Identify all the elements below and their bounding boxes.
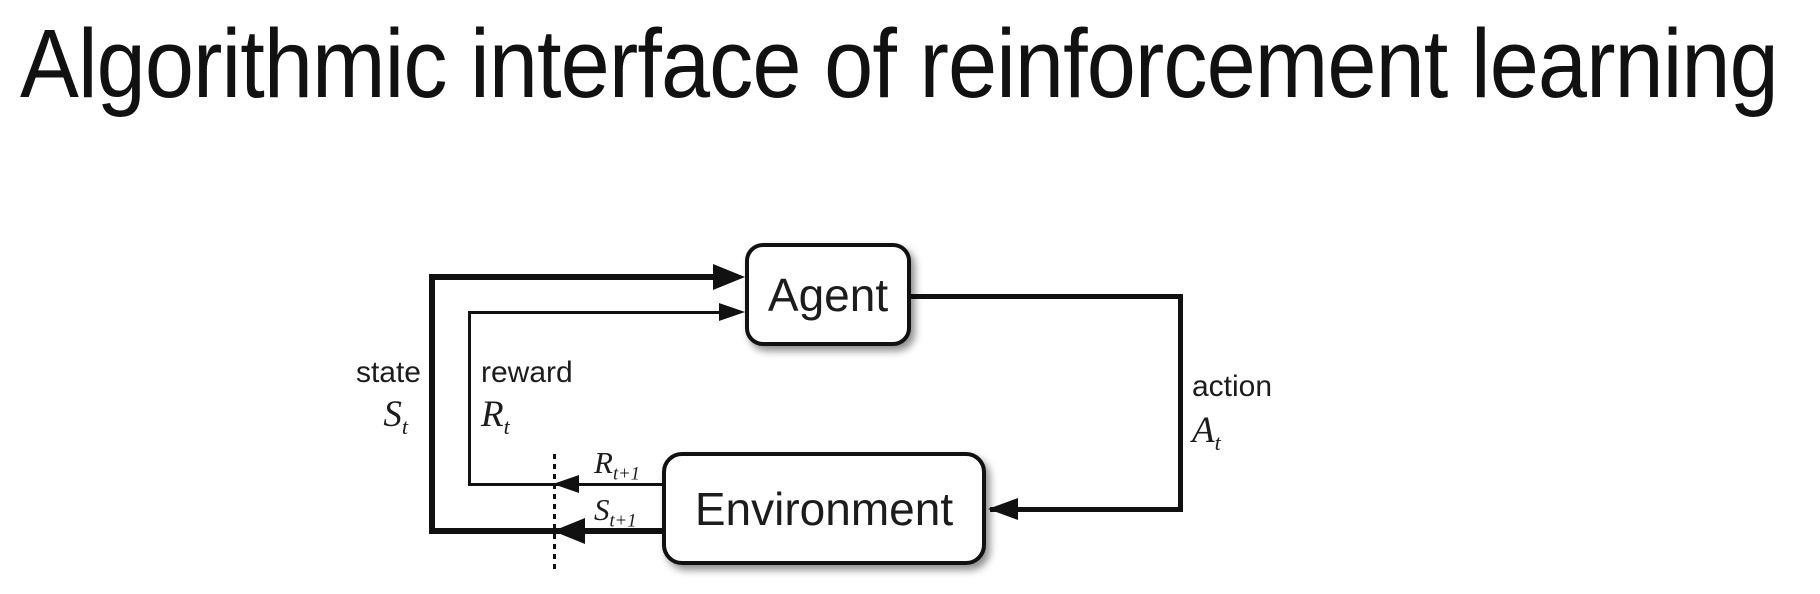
state-to-agent-arrowhead-icon [713, 264, 745, 290]
state-to-agent-line [429, 274, 719, 280]
reward-loop-vertical-line [468, 311, 471, 486]
reward-symbol: Rt [481, 394, 510, 439]
reward-word-label: reward [481, 356, 573, 389]
time-step-dashed-line [553, 454, 556, 572]
state-symbol: St [383, 394, 408, 439]
agent-box-label: Agent [767, 268, 889, 321]
state-word-label: state [355, 356, 421, 389]
next-reward-symbol: Rt+1 [594, 445, 640, 485]
action-loop-top-line [908, 294, 1183, 299]
environment-box-label: Environment [694, 482, 954, 535]
agent-box: Agent [745, 243, 911, 346]
action-arrowhead-icon [988, 498, 1018, 520]
next-reward-arrowhead-icon [553, 475, 579, 493]
state-loop-vertical-line [429, 274, 435, 534]
next-state-symbol: St+1 [594, 492, 637, 532]
action-to-environment-line [990, 507, 1183, 512]
slide-title: Algorithmic interface of reinforcement l… [20, 9, 1779, 118]
next-state-arrowhead-icon [553, 518, 585, 544]
next-state-from-environment-line [429, 528, 663, 534]
environment-box: Environment [662, 452, 986, 565]
action-symbol: At [1192, 410, 1221, 455]
reward-to-agent-line [468, 311, 723, 314]
action-word-label: action [1192, 370, 1273, 403]
action-loop-vertical-line [1178, 294, 1183, 512]
reward-to-agent-arrowhead-icon [719, 303, 745, 321]
